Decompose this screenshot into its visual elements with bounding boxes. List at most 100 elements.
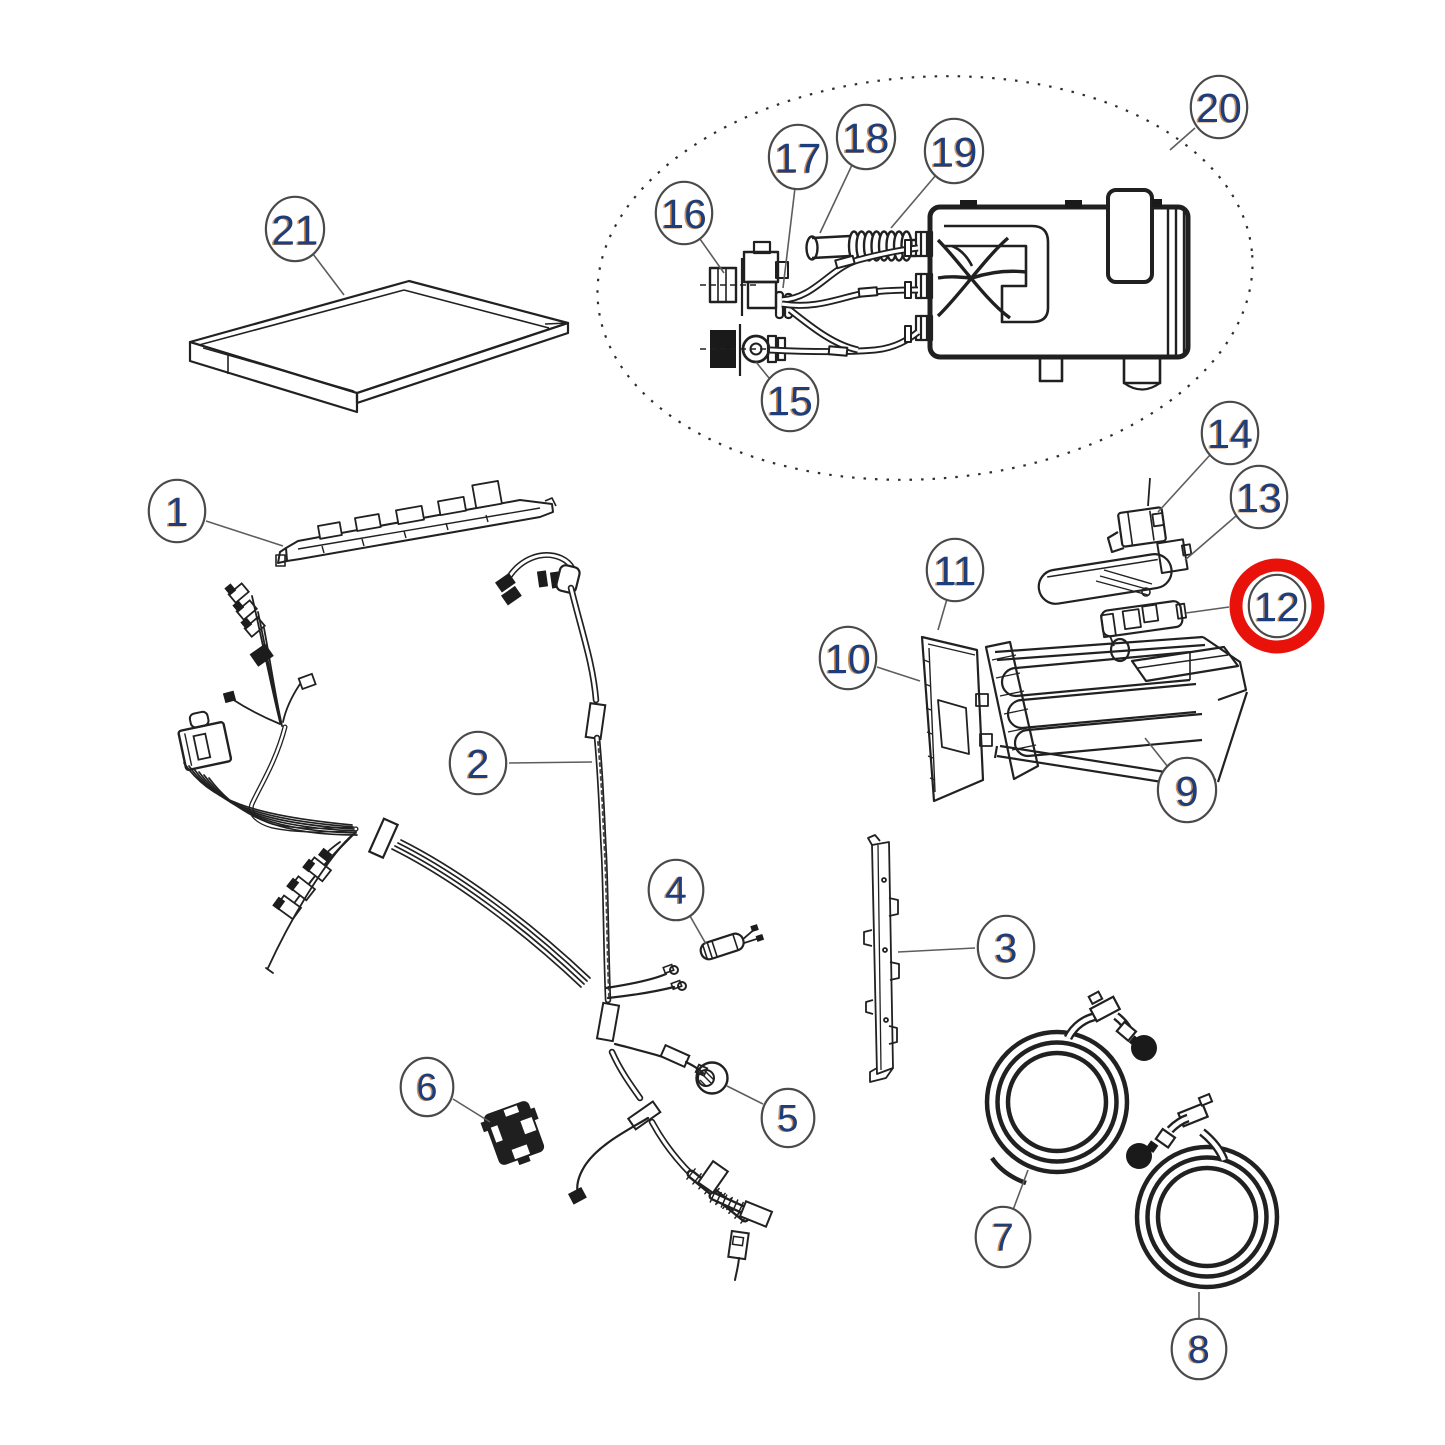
callout-number: 20 — [1196, 85, 1242, 131]
callout-circle — [976, 914, 1036, 980]
part-6-drawing — [480, 1101, 545, 1166]
callout-4[interactable]: 44 — [647, 858, 707, 945]
part-20-assembly-drawing — [700, 188, 1191, 391]
callout-number: 12 — [1253, 584, 1299, 630]
part-5-drawing — [694, 1061, 729, 1095]
leader-line — [312, 253, 345, 296]
callout-circle — [1170, 1317, 1228, 1381]
callout-9[interactable]: 99 — [1144, 737, 1218, 824]
callout-number: 9 — [1175, 768, 1198, 815]
callout-number: 16 — [661, 191, 707, 237]
callout-number: 18 — [843, 115, 890, 162]
callout-number: 6 — [415, 1067, 436, 1109]
leader-line — [819, 164, 853, 234]
callout-circle — [1200, 400, 1260, 466]
callout-circle — [1229, 464, 1289, 530]
callout-number: 21 — [270, 207, 317, 254]
leader-line — [937, 598, 948, 631]
callout-circle — [835, 103, 897, 171]
callout-number: 10 — [825, 636, 871, 682]
callout-number: 11 — [934, 548, 977, 594]
leader-line — [1169, 127, 1196, 151]
leader-line — [1184, 515, 1237, 561]
callout-circle — [760, 1087, 816, 1149]
callout-number: 14 — [1207, 411, 1253, 457]
callout-5[interactable]: 55 — [726, 1085, 816, 1149]
callout-3[interactable]: 33 — [897, 914, 1036, 980]
callout-circle — [925, 537, 985, 603]
callout-number: 10 — [824, 636, 870, 682]
callout-number: 15 — [766, 378, 812, 424]
callout-number: 12 — [1254, 584, 1300, 630]
callout-number: 3 — [995, 925, 1018, 971]
callout-2[interactable]: 22 — [448, 730, 593, 796]
part-9-drawing — [975, 635, 1249, 792]
part-13-drawing — [1037, 538, 1193, 605]
callout-circle — [974, 1205, 1032, 1269]
callout-number: 13 — [1235, 475, 1281, 521]
highlight-ring — [1229, 558, 1325, 654]
callout-6[interactable]: 66 — [399, 1056, 491, 1123]
callout-number: 8 — [1187, 1329, 1209, 1372]
leader-line — [452, 1098, 491, 1123]
callout-number: 1 — [164, 489, 187, 535]
callout-circle — [654, 180, 714, 246]
callout-circle — [1189, 74, 1249, 140]
callout-circle — [818, 625, 878, 691]
callout-1[interactable]: 11 — [147, 478, 284, 547]
callout-number: 9 — [1174, 768, 1197, 815]
callout-7[interactable]: 77 — [974, 1169, 1032, 1269]
callout-number: 15 — [767, 378, 813, 424]
callout-number: 2 — [465, 741, 488, 787]
part-7-drawing — [984, 990, 1157, 1186]
callout-number: 13 — [1236, 475, 1282, 521]
callout-number: 17 — [775, 135, 822, 182]
callout-number: 6 — [416, 1067, 437, 1109]
callout-number: 5 — [776, 1098, 797, 1140]
callout-circle — [399, 1056, 455, 1118]
callout-number: 18 — [841, 115, 888, 162]
callout-number: 2 — [467, 741, 490, 787]
callout-number: 8 — [1188, 1329, 1210, 1372]
part-4-drawing — [699, 924, 765, 961]
callout-circle — [923, 117, 985, 185]
callout-number: 19 — [929, 129, 976, 176]
callout-8[interactable]: 88 — [1170, 1292, 1228, 1381]
callout-circle — [1247, 573, 1307, 639]
callout-number: 4 — [665, 870, 687, 913]
part-1-drawing — [275, 480, 557, 567]
callout-number: 17 — [773, 135, 820, 182]
leader-line — [1012, 1169, 1029, 1211]
leader-line — [890, 174, 937, 229]
leader-line — [699, 238, 725, 274]
callout-number: 19 — [931, 129, 978, 176]
callout-number: 11 — [932, 548, 975, 594]
callout-circle — [264, 195, 326, 263]
leader-line — [782, 187, 796, 289]
callout-circle — [767, 123, 829, 191]
part-14-drawing — [1106, 477, 1167, 554]
leader-line — [726, 1085, 764, 1105]
callout-number: 7 — [992, 1217, 1014, 1260]
callout-circle — [647, 858, 705, 922]
leader-line — [689, 915, 707, 945]
callout-number: 20 — [1195, 85, 1241, 131]
callout-circle — [1156, 756, 1218, 824]
callout-number: 4 — [664, 870, 686, 913]
leader-line — [1144, 737, 1169, 768]
callout-number: 3 — [993, 925, 1016, 971]
